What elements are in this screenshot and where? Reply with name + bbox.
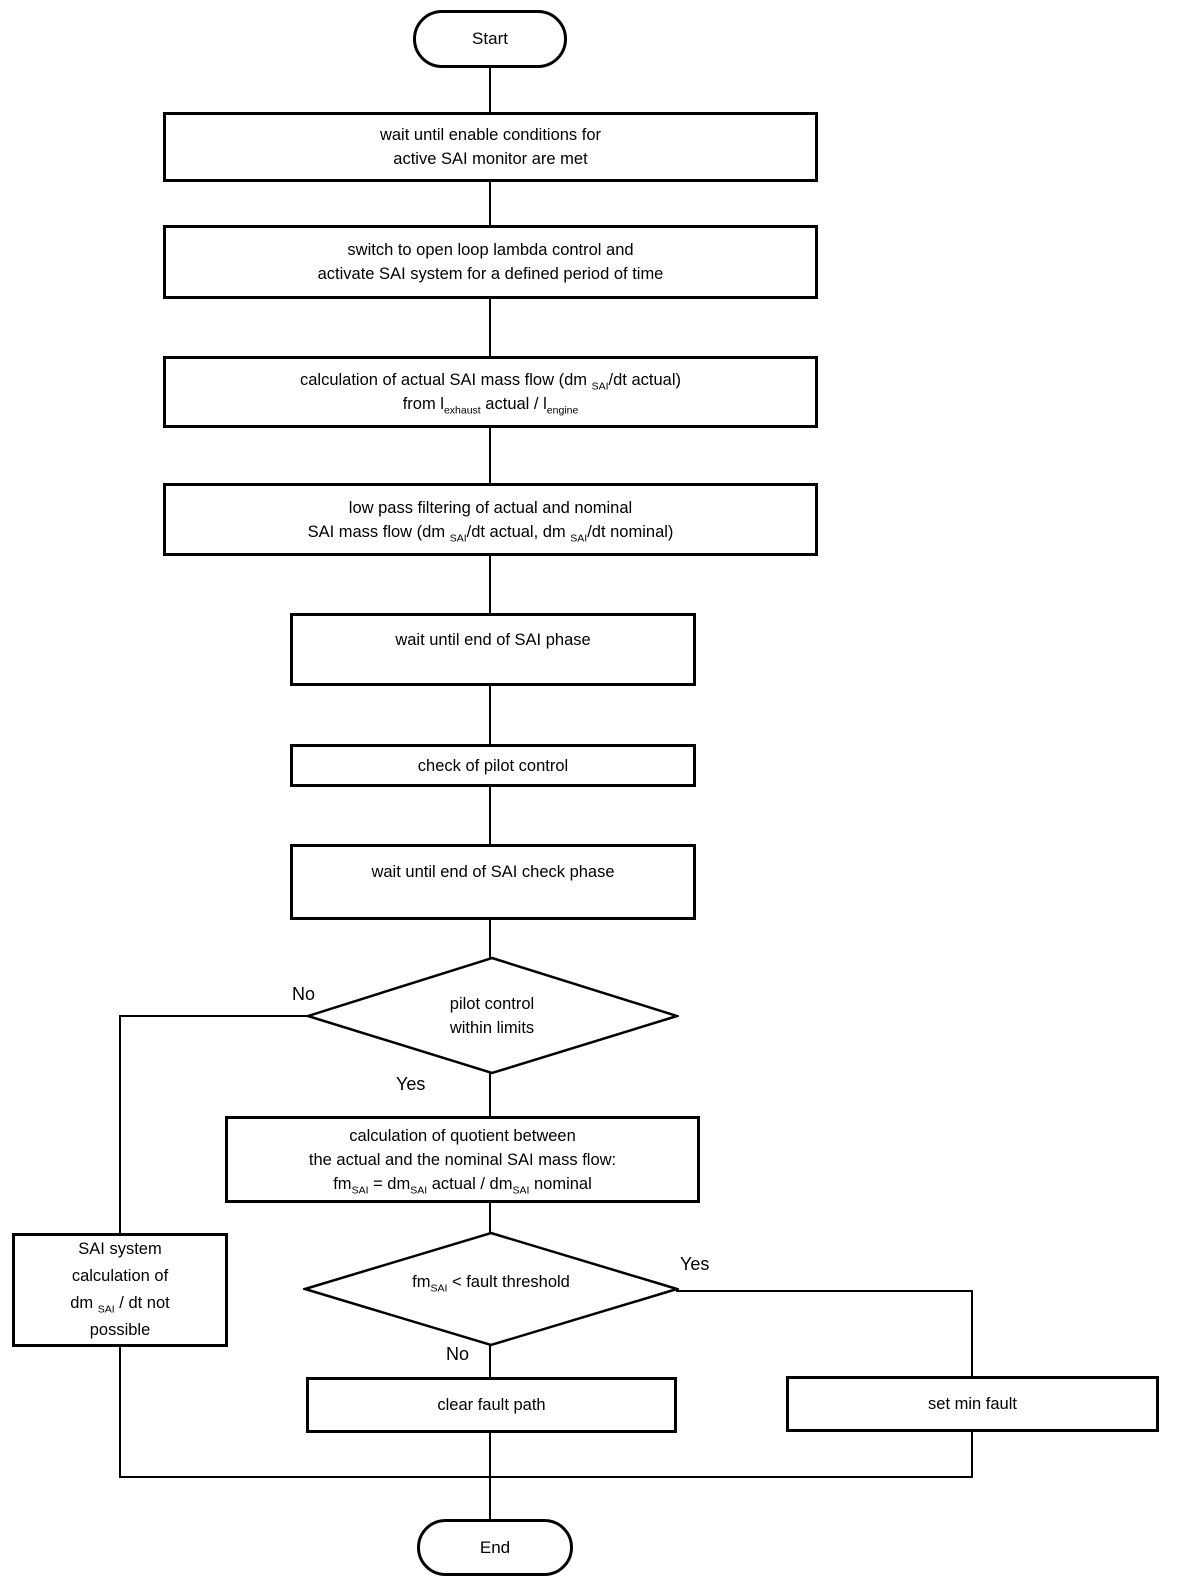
label-decision1-no: No	[292, 984, 316, 1004]
process-text-line: active SAI monitor are met	[393, 150, 588, 168]
decision-fault-threshold-text: fmSAI < fault threshold	[341, 1270, 641, 1294]
connector-decision2-no-vertical	[489, 1343, 491, 1379]
process-calc-actual-mass-flow: calculation of actual SAI mass flow (dm …	[163, 356, 818, 428]
connector-calc-actual-to-lowpass	[489, 426, 491, 485]
process-text-line: activate SAI system for a defined period…	[317, 265, 664, 283]
decision-text-line: fmSAI < fault threshold	[412, 1273, 570, 1295]
process-text-line: low pass filtering of actual and nominal	[348, 498, 633, 517]
process-text-line: wait until end of SAI check phase	[371, 863, 615, 881]
process-text-line: SAI system	[78, 1240, 162, 1258]
connector-collector-horizontal	[119, 1476, 973, 1478]
connector-decision1-no-horizontal	[119, 1015, 309, 1017]
process-switch-open-loop: switch to open loop lambda control and a…	[163, 225, 818, 299]
connector-decision1-yes-vertical	[489, 1071, 491, 1118]
process-text-line: calculation of actual SAI mass flow (dm …	[299, 371, 682, 393]
decision-text-line: within limits	[449, 1019, 535, 1037]
connector-decision2-yes-horizontal	[676, 1290, 973, 1292]
process-text-line: wait until enable conditions for	[379, 126, 602, 144]
connector-decision1-no-vertical	[119, 1015, 121, 1235]
process-check-pilot-control: check of pilot control	[290, 744, 696, 787]
label-decision2-yes: Yes	[680, 1254, 710, 1274]
process-text-line: the actual and the nominal SAI mass flow…	[308, 1150, 617, 1169]
process-text-line: fmSAI = dmSAI actual / dmSAI nominal	[333, 1174, 592, 1196]
connector-check-pilot-to-wait-check	[489, 785, 491, 846]
connector-wait-end-to-check-pilot	[489, 684, 491, 746]
process-wait-end-sai-check-phase: wait until end of SAI check phase	[290, 844, 696, 920]
process-text-line: clear fault path	[437, 1396, 546, 1414]
process-text-line: calculation of quotient between	[349, 1126, 576, 1145]
connector-start-to-wait-enable	[489, 66, 491, 114]
process-low-pass-filtering: low pass filtering of actual and nominal…	[163, 483, 818, 556]
connector-wait-enable-to-switch	[489, 180, 491, 227]
process-text-line: from lexhaust actual / lengine	[402, 395, 579, 417]
connector-lowpass-to-wait-end	[489, 554, 491, 615]
process-text-line: possible	[89, 1321, 151, 1339]
node-start-terminator: Start	[413, 10, 567, 68]
process-text-line: calculation of	[71, 1267, 169, 1285]
process-text-line: set min fault	[928, 1395, 1017, 1413]
decision-pilot-within-limits-shape	[306, 956, 679, 1075]
process-text-line: SAI mass flow (dm SAI/dt actual, dm SAI/…	[307, 522, 674, 544]
process-wait-end-sai-phase: wait until end of SAI phase	[290, 613, 696, 686]
decision-fault-threshold-shape	[303, 1231, 679, 1347]
label-decision2-no: No	[446, 1344, 470, 1364]
process-sai-calculation-not-possible: SAI system calculation of dm SAI / dt no…	[12, 1233, 228, 1347]
node-end-terminator: End	[417, 1519, 573, 1576]
decision-text-line: pilot control	[449, 995, 535, 1013]
connector-decision2-yes-vertical	[971, 1290, 973, 1378]
process-set-min-fault: set min fault	[786, 1376, 1159, 1432]
process-text-line: check of pilot control	[417, 756, 569, 775]
process-text-line: switch to open loop lambda control and	[347, 241, 634, 259]
connector-set-min-fault-down	[971, 1430, 973, 1478]
label-decision1-yes: Yes	[396, 1074, 426, 1094]
end-label: End	[479, 1537, 511, 1557]
process-calc-quotient: calculation of quotient between the actu…	[225, 1116, 700, 1203]
decision-pilot-within-limits-text: pilot control within limits	[372, 992, 612, 1040]
process-text-line: dm SAI / dt not	[70, 1294, 170, 1316]
connector-switch-to-calc-actual	[489, 297, 491, 358]
connector-wait-check-to-decision1	[489, 918, 491, 960]
connector-quotient-to-decision2	[489, 1201, 491, 1235]
process-clear-fault-path: clear fault path	[306, 1377, 677, 1433]
process-wait-enable-conditions: wait until enable conditions for active …	[163, 112, 818, 182]
start-label: Start	[472, 29, 508, 48]
process-text-line: wait until end of SAI phase	[395, 630, 591, 649]
connector-sai-not-possible-down	[119, 1345, 121, 1478]
